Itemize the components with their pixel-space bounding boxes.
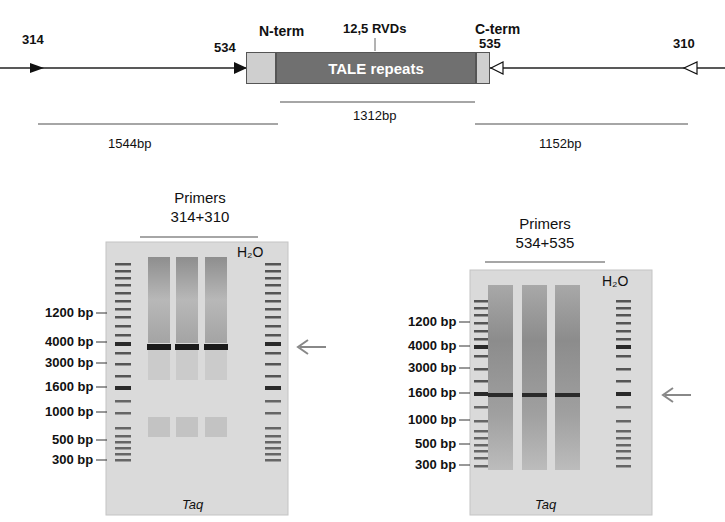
leader-line: [375, 38, 376, 51]
ladder-size: 1200 bp: [408, 314, 456, 329]
primer-number: 535: [479, 36, 501, 51]
ladder-size: 300 bp: [52, 452, 93, 467]
lane-bracket: [140, 236, 258, 238]
domain-label: N-term: [259, 23, 304, 39]
amplicon-bar: [280, 101, 475, 103]
lane-label: H₂O: [602, 273, 628, 289]
lane-bracket: [485, 261, 605, 263]
sample-lanes: [488, 285, 580, 470]
gel-panel: H₂O Taq: [470, 270, 652, 515]
repeat-count: 12,5 RVDs: [343, 21, 406, 36]
domain-label: TALE repeats: [328, 60, 424, 77]
gel-image: [470, 270, 652, 515]
ladder-size: 1000 bp: [45, 404, 93, 419]
size-ticks: [459, 322, 470, 465]
amplicon-bar: [475, 123, 688, 125]
polymerase-label: Taq: [182, 497, 203, 512]
dna-ladder: [616, 300, 631, 468]
primer-arrow: [491, 62, 503, 74]
dna-ladder: [265, 263, 281, 462]
gel-image: [106, 242, 288, 515]
primer-number: 310: [673, 36, 695, 51]
band-arrow: [298, 340, 326, 354]
sample-lanes: [147, 257, 228, 437]
ladder-size: 4000 bp: [45, 334, 93, 349]
primer-number: 314: [22, 32, 44, 47]
c-term-segment: C-term: [476, 52, 490, 84]
polymerase-label: Taq: [535, 497, 556, 512]
ladder-size: 1600 bp: [45, 379, 93, 394]
domain-label: C-term: [475, 21, 520, 37]
primer-arrow: [684, 62, 697, 74]
ladder-size: 3000 bp: [408, 360, 456, 375]
ladder-size: 500 bp: [52, 432, 93, 447]
size-ticks: [96, 313, 107, 460]
ladder-size: 4000 bp: [408, 338, 456, 353]
tale-repeat-box: TALE repeats: [276, 52, 476, 84]
dna-ladder: [474, 300, 489, 468]
primer-pair-title: Primers 314+310: [160, 188, 240, 226]
ladder-size: 1600 bp: [408, 385, 456, 400]
dna-ladder: [115, 263, 131, 462]
primer-pair-title: Primers 534+535: [505, 214, 585, 252]
amplicon-size: 1312bp: [353, 108, 396, 123]
ladder-size: 300 bp: [415, 457, 456, 472]
ladder-size: 1200 bp: [45, 305, 93, 320]
band-arrow: [663, 388, 691, 402]
primer-number: 534: [214, 40, 236, 55]
amplicon-bar: [38, 123, 278, 125]
lane-label: H₂O: [237, 244, 263, 260]
ladder-size: 500 bp: [415, 436, 456, 451]
amplicon-size: 1544bp: [108, 136, 151, 151]
ladder-size: 1000 bp: [408, 412, 456, 427]
primer-arrow: [30, 63, 44, 73]
amplicon-size: 1152bp: [539, 136, 581, 151]
ladder-size: 3000 bp: [45, 355, 93, 370]
n-term-segment: N-term: [246, 52, 276, 84]
gel-panel: H₂O Taq: [106, 242, 288, 515]
